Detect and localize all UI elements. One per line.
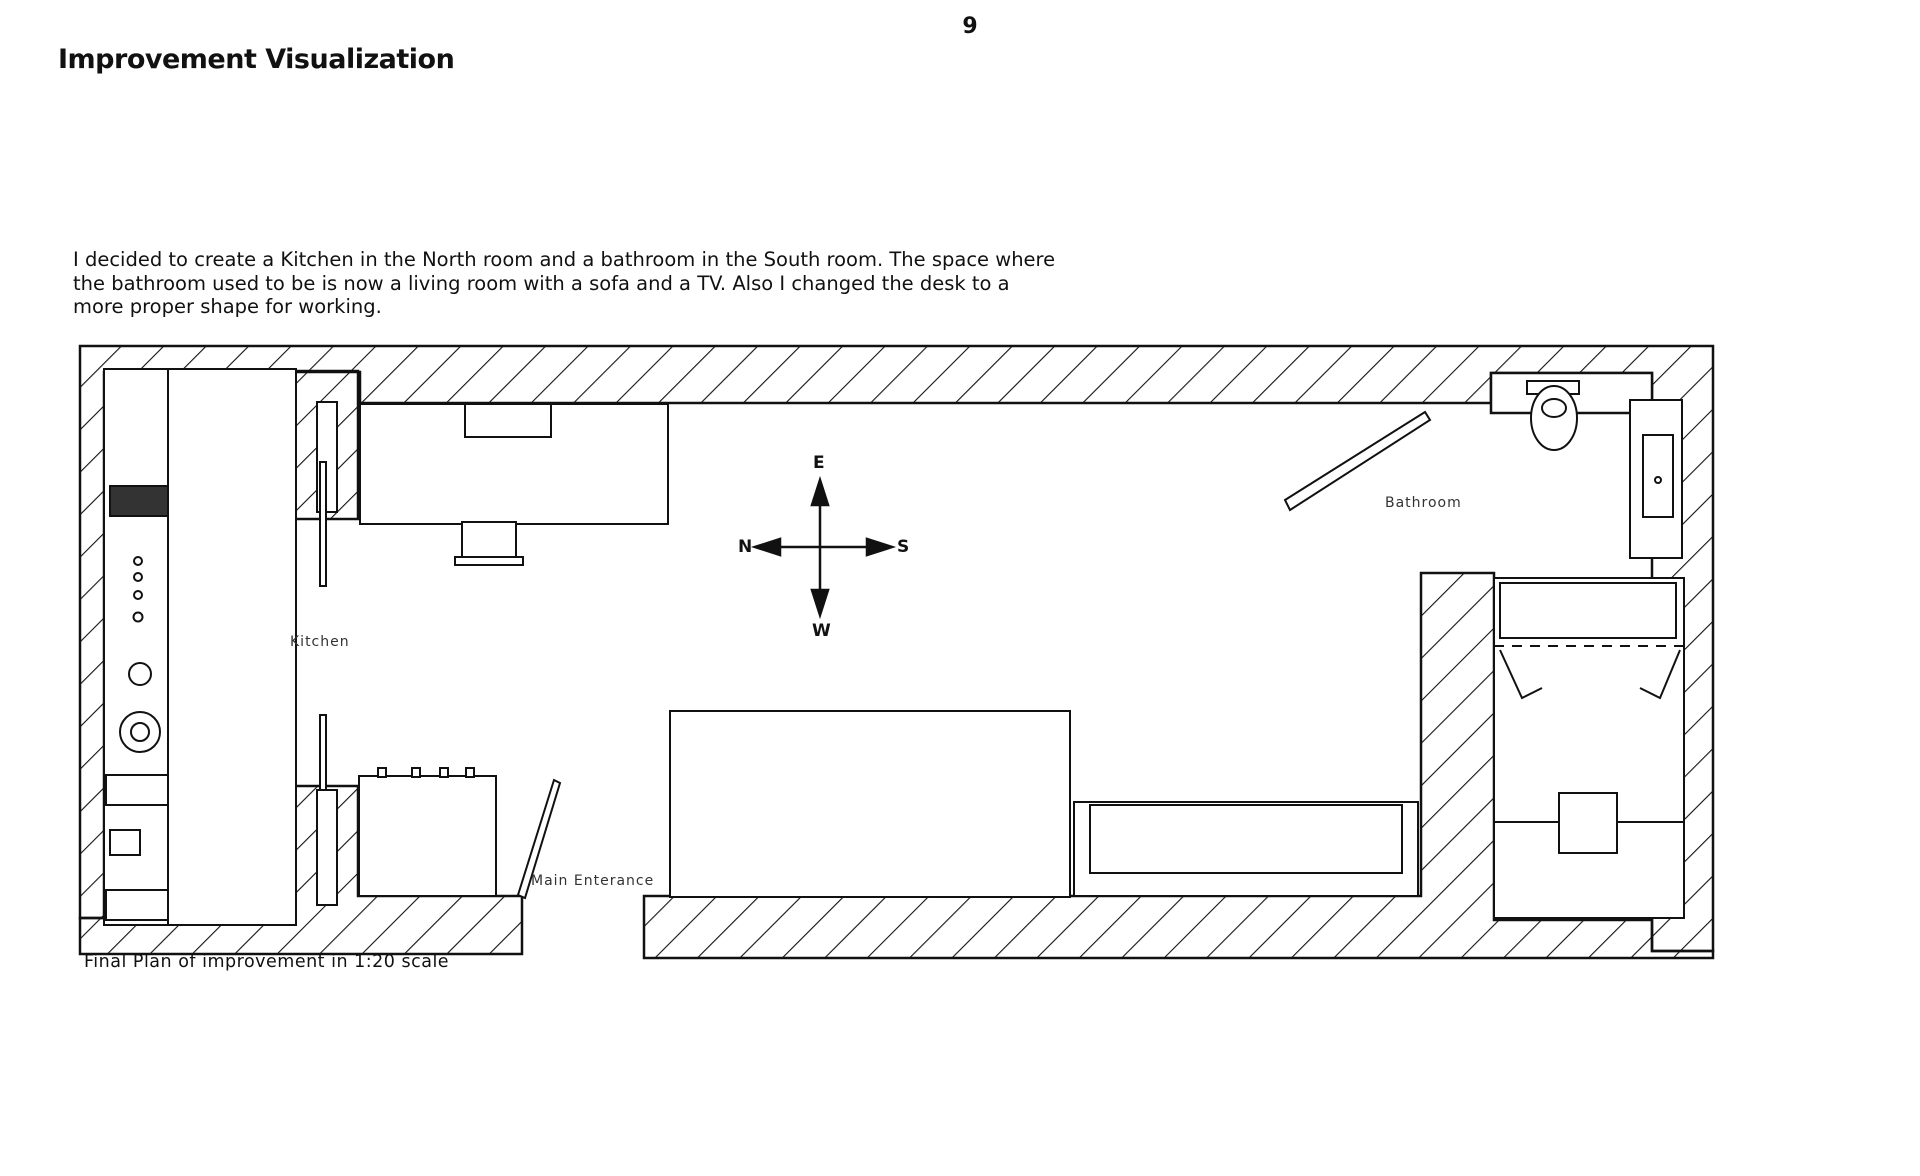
main-entrance-door — [516, 778, 562, 900]
desk-chair — [461, 521, 517, 563]
bed-pillow — [1499, 582, 1677, 639]
counter-stripe-bottom — [105, 774, 169, 806]
label-bathroom: Bathroom — [1385, 495, 1462, 511]
label-main-entrance: Main Enterance — [531, 873, 654, 889]
burner-small-3 — [133, 590, 143, 600]
intro-line-2: the bathroom used to be is now a living … — [73, 271, 1010, 295]
compass-label-east: E — [813, 453, 825, 473]
desk-chair-base — [454, 556, 524, 566]
counter-stripe-top — [109, 485, 169, 517]
plan-caption: Final Plan of improvement in 1:20 scale — [84, 952, 450, 972]
intro-line-1: I decided to create a Kitchen in the Nor… — [73, 248, 1056, 271]
intro-line-3: more proper shape for working. — [73, 295, 382, 318]
kitchen-cabinet — [358, 775, 497, 897]
burner-small-2 — [133, 572, 143, 582]
compass-label-west: W — [812, 621, 831, 641]
kitchen-door-rail-top — [319, 461, 327, 587]
page-title: Improvement Visualization — [58, 44, 455, 75]
compass-arrow-east — [810, 475, 830, 507]
burner-medium — [128, 662, 152, 686]
compass — [750, 475, 897, 620]
compass-arrow-north — [750, 537, 782, 557]
wall-bottom-right — [642, 571, 1715, 960]
page-number: 9 — [962, 14, 978, 39]
kitchen-sink — [109, 829, 141, 856]
label-kitchen: Kitchen — [290, 634, 350, 650]
bed-side-table — [1558, 792, 1618, 854]
tv-unit — [669, 710, 1071, 898]
burner-small-4 — [132, 611, 144, 623]
compass-arrow-south — [865, 537, 897, 557]
sofa-seat — [1089, 804, 1403, 874]
plan-walls — [78, 344, 1715, 960]
intro-paragraph: I decided to create a Kitchen in the Nor… — [73, 248, 1163, 319]
desk-monitor — [464, 403, 552, 438]
kitchen-door-bottom — [316, 789, 338, 906]
compass-label-south: S — [897, 537, 909, 557]
counter-stripe-base — [105, 889, 169, 921]
compass-arrow-west — [810, 588, 830, 620]
compass-label-north: N — [738, 537, 752, 557]
bathroom-door — [1283, 410, 1432, 512]
burner-small-1 — [133, 556, 143, 566]
